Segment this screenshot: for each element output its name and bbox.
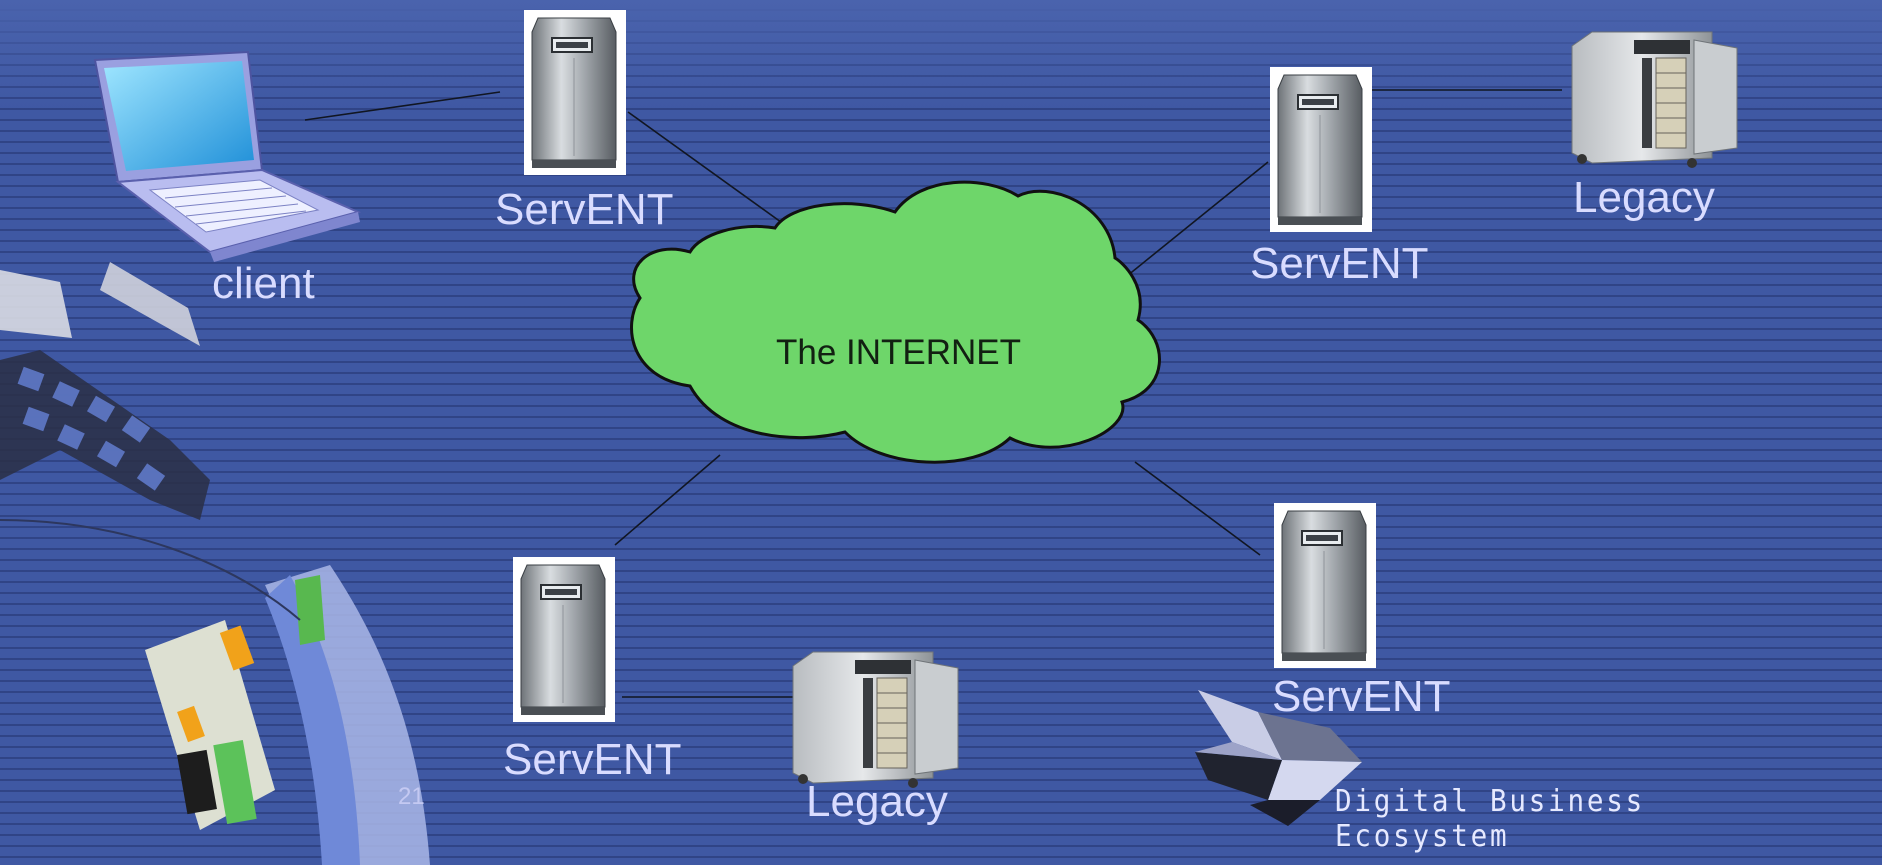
servent-top-left-label: ServENT (495, 185, 674, 234)
internet-cloud (630, 180, 1161, 464)
servent-bottom-left-label: ServENT (503, 735, 682, 784)
server-tower-icon (523, 9, 627, 176)
decorative-arc-graphic (0, 262, 430, 865)
legacy-top-right-label: Legacy (1573, 173, 1715, 222)
client-label: client (212, 259, 315, 308)
connection-lines (304, 89, 1562, 698)
brand-footer: Digital Business Ecosystem (1335, 784, 1646, 854)
internet-label: The INTERNET (776, 333, 1022, 372)
server-tower-icon (1269, 66, 1373, 233)
legacy-bottom-label: Legacy (806, 777, 948, 826)
server-tower-icon (512, 556, 616, 723)
mainframe-icon (792, 651, 959, 789)
server-tower-icon (1273, 502, 1377, 669)
mainframe-icon (1571, 31, 1738, 169)
star-logo-icon (1195, 690, 1362, 826)
background-shade (0, 0, 1882, 110)
servent-top-right-label: ServENT (1250, 239, 1429, 288)
laptop-icon (93, 50, 362, 262)
page-number: 21 (398, 783, 425, 810)
servent-bottom-right-label: ServENT (1272, 672, 1451, 721)
